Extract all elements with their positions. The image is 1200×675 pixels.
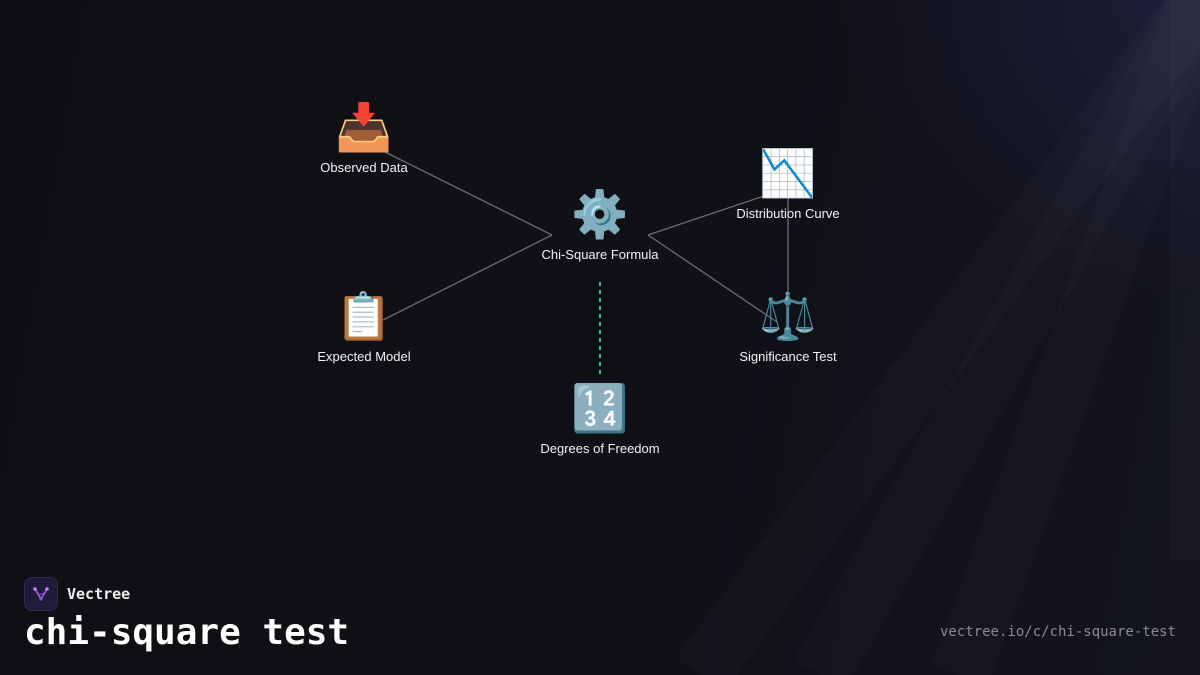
brand[interactable]: Vectree: [24, 577, 130, 611]
node-chi-square-formula[interactable]: ⚙️ Chi-Square Formula: [520, 187, 680, 262]
balance-scale-icon: ⚖️: [759, 290, 817, 342]
edge-formula-curve: [647, 193, 771, 236]
node-degrees-of-freedom[interactable]: 🔢 Degrees of Freedom: [520, 381, 680, 456]
node-observed-data[interactable]: 📥 Observed Data: [284, 100, 444, 175]
input-numbers-icon: 🔢: [571, 382, 629, 434]
node-distribution-curve[interactable]: 📉 Distribution Curve: [708, 146, 868, 221]
clipboard-icon: 📋: [335, 290, 393, 342]
edge-formula-significance: [647, 234, 778, 323]
page-url[interactable]: vectree.io/c/chi-square-test: [939, 624, 1176, 640]
vectree-logo-icon: [24, 577, 58, 611]
brand-name: Vectree: [67, 585, 131, 603]
node-label: Degrees of Freedom: [540, 441, 660, 456]
node-expected-model[interactable]: 📋 Expected Model: [284, 289, 444, 364]
node-label: Significance Test: [739, 349, 837, 364]
node-label: Observed Data: [320, 160, 408, 175]
inbox-tray-icon: 📥: [335, 101, 393, 153]
node-significance-test[interactable]: ⚖️ Significance Test: [708, 289, 868, 364]
gear-icon: ⚙️: [571, 188, 629, 240]
edge-expected-formula: [382, 234, 553, 321]
edge-observed-formula: [382, 150, 553, 236]
page-title: chi-square test: [24, 612, 350, 653]
node-label: Chi-Square Formula: [541, 247, 659, 262]
node-label: Distribution Curve: [736, 206, 840, 221]
node-label: Expected Model: [317, 349, 411, 364]
chart-decreasing-icon: 📉: [759, 147, 817, 199]
